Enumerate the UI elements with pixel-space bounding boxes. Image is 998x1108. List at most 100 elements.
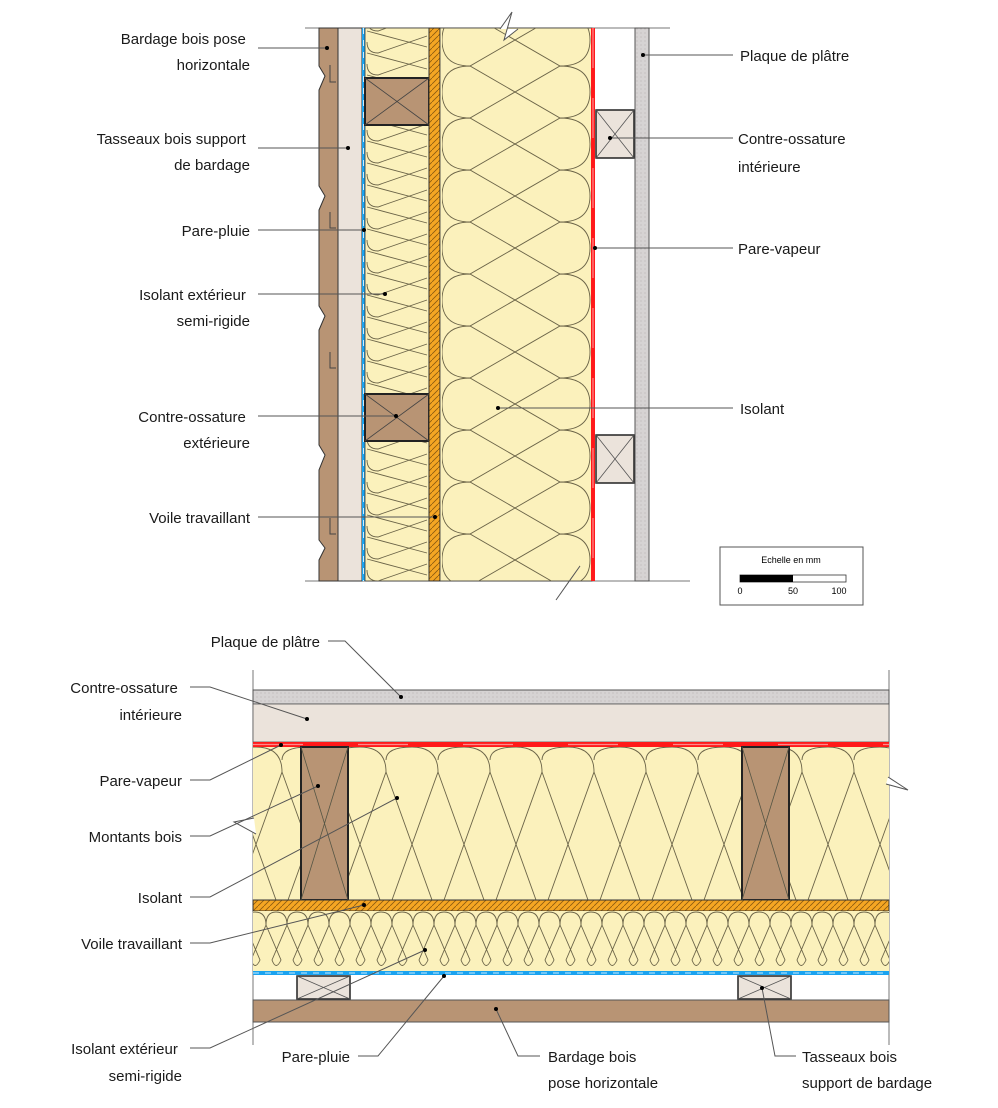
wood-stud-right — [741, 746, 790, 901]
interior-counter-framing-top — [595, 109, 635, 159]
insulation-stroke — [645, 747, 699, 900]
insulation-stroke — [366, 28, 428, 48]
interior-counter-framing-bottom — [595, 434, 635, 484]
insulation-stroke — [489, 747, 543, 900]
insulation-stroke — [442, 169, 591, 223]
insulation-stroke — [253, 747, 283, 900]
break-mark-bottom — [555, 565, 581, 601]
insulation-stroke — [896, 912, 917, 966]
insulation-stroke — [442, 377, 591, 431]
insulation-stroke — [496, 911, 519, 966]
leaders-horizontal — [190, 640, 796, 1057]
exterior-insulation-pattern-h — [253, 911, 917, 966]
insulation-stroke — [874, 911, 889, 966]
insulation-stroke — [366, 211, 428, 246]
label-isolant-exterieur-vertical: Isolant extérieur semi-rigide — [139, 287, 250, 330]
batten-layer — [337, 27, 363, 582]
insulation-stroke — [454, 911, 477, 966]
insulation-stroke — [442, 325, 591, 379]
vertical-section — [305, 11, 690, 601]
insulation-stroke — [685, 911, 708, 966]
insulation-stroke — [727, 911, 750, 966]
insulation-stroke — [853, 911, 876, 966]
cladding-h — [252, 999, 890, 1023]
insulation-stroke — [769, 911, 792, 966]
plasterboard-h — [252, 689, 890, 705]
insulation-stroke — [622, 911, 645, 966]
insulation-stroke — [366, 541, 428, 576]
insulation-stroke — [475, 911, 498, 966]
break-mark-right — [885, 776, 909, 791]
insulation-stroke — [442, 28, 591, 67]
insulation-stroke — [601, 911, 624, 966]
insulation-stroke — [366, 233, 428, 268]
scale-bar: Echelle en mm 0 50 100 — [719, 546, 864, 606]
batten-right-h — [737, 975, 792, 1000]
scale-tick-100: 100 — [831, 586, 846, 596]
label-pare-pluie-vertical: Pare-pluie — [182, 223, 250, 240]
insulation-stroke — [366, 123, 428, 158]
label-tasseaux-horizontal: Tasseaux bois support de bardage — [802, 1049, 932, 1092]
insulation-stroke — [442, 429, 591, 483]
insulation-stroke — [442, 221, 591, 275]
break-mark-top — [499, 11, 519, 42]
insulation-stroke — [790, 911, 813, 966]
exterior-counter-framing-top — [364, 77, 430, 126]
horizontal-section — [232, 670, 917, 1045]
insulation-stroke — [706, 911, 729, 966]
leader-dots-horizontal — [279, 695, 764, 1011]
scale-title: Echelle en mm — [761, 555, 821, 565]
insulation-stroke — [832, 911, 855, 966]
insulation-stroke — [366, 255, 428, 290]
insulation-stroke — [366, 497, 428, 532]
insulation-stroke — [853, 747, 889, 900]
insulation-stroke — [253, 911, 267, 966]
plasterboard — [634, 27, 650, 582]
label-pare-vapeur-vertical: Pare-vapeur — [738, 241, 821, 258]
insulation-stroke — [366, 145, 428, 180]
insulation-stroke — [370, 911, 393, 966]
insulation-stroke — [442, 481, 591, 535]
insulation-stroke — [366, 343, 428, 378]
insulation-stroke — [265, 911, 288, 966]
insulation-stroke — [366, 519, 428, 554]
insulation-stroke — [664, 911, 687, 966]
label-isolant-vertical: Isolant — [740, 401, 785, 418]
label-voile-travaillant-vertical: Voile travaillant — [149, 510, 251, 527]
insulation-stroke — [593, 747, 647, 900]
scale-tick-0: 0 — [737, 586, 742, 596]
main-insulation-pattern — [442, 28, 591, 581]
insulation-stroke — [366, 475, 428, 510]
label-pare-vapeur-horizontal: Pare-vapeur — [99, 773, 182, 790]
insulation-stroke — [385, 747, 439, 900]
insulation-stroke — [801, 747, 855, 900]
insulation-stroke — [643, 911, 666, 966]
insulation-stroke — [366, 189, 428, 224]
insulation-stroke — [412, 911, 435, 966]
insulation-stroke — [442, 273, 591, 327]
insulation-stroke — [559, 911, 582, 966]
label-isolant-horizontal: Isolant — [138, 890, 183, 907]
insulation-stroke — [391, 911, 414, 966]
insulation-stroke — [349, 911, 372, 966]
insulation-stroke — [366, 453, 428, 488]
label-contre-ossature-exterieure: Contre-ossature extérieure — [138, 409, 250, 452]
insulation-stroke — [366, 277, 428, 312]
leader-dots-vertical — [325, 46, 645, 519]
insulation-stroke — [328, 911, 351, 966]
label-bardage-horizontal: Bardage bois pose horizontale — [548, 1049, 658, 1092]
insulation-stroke — [580, 911, 603, 966]
label-plaque-horizontal: Plaque de plâtre — [211, 634, 320, 651]
batten-left-h — [296, 975, 351, 1000]
main-insulation — [439, 27, 593, 582]
insulation-stroke — [366, 321, 428, 356]
label-plaque-vertical: Plaque de plâtre — [740, 48, 849, 65]
insulation-stroke — [442, 65, 591, 119]
insulation-stroke — [286, 911, 309, 966]
insulation-stroke — [366, 35, 428, 70]
insulation-stroke — [437, 747, 491, 900]
wood-stud-left — [300, 746, 349, 901]
label-isolant-exterieur-horizontal: Isolant extérieur semi-rigide — [71, 1041, 182, 1085]
structural-sheathing — [428, 27, 441, 582]
